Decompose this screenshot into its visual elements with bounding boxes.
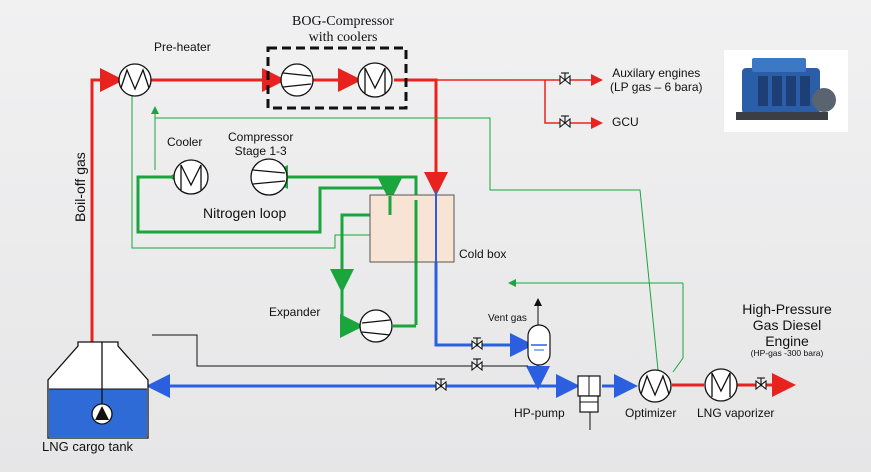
gcu-label: GCU (612, 115, 639, 129)
aux-engines-label-line2: (LP gas – 6 bara) (610, 79, 703, 94)
bog-cooler-heat-exchanger-icon (357, 62, 393, 98)
hp-pump-icon (577, 375, 601, 413)
hp-engine-label-line1: High-Pressure (742, 301, 832, 317)
cold-box-label: Cold box (459, 247, 507, 261)
bog-compressor-title: BOG-Compressor with coolers (286, 14, 400, 46)
vent-separator-icon (527, 324, 551, 366)
cold-box (369, 194, 455, 263)
expander-label: Expander (269, 305, 321, 319)
valve-icon (755, 377, 767, 391)
nitrogen-cooler-heat-exchanger-icon (173, 159, 209, 195)
bog-compressor-label-line2: with coolers (308, 30, 378, 46)
bog-compressor-label-line1: BOG-Compressor (292, 14, 394, 29)
valve-icon (435, 378, 447, 392)
lng-liquid-line (146, 262, 638, 398)
lng-cargo-tank (47, 341, 149, 439)
nitrogen-compressor-icon (250, 158, 288, 196)
thin-green-lines (131, 95, 684, 373)
engine-photo (724, 50, 848, 132)
hp-engine-label-line2: Gas Diesel (752, 317, 822, 334)
cooler-label: Cooler (167, 135, 203, 149)
preheater-label: Pre-heater (154, 40, 211, 54)
valve-icon (559, 115, 571, 129)
aux-engines-label-line1: Auxilary engines (612, 66, 701, 80)
expander-icon (359, 309, 393, 343)
aux-gas-line (436, 74, 603, 129)
preheater-heat-exchanger-icon (118, 63, 152, 97)
bog-compressor-icon (280, 63, 314, 97)
lng-vaporizer-label: LNG vaporizer (697, 406, 775, 420)
vent-return-lines (152, 298, 591, 430)
optimizer-label: Optimizer (625, 406, 677, 420)
hp-engine-label: High-Pressure Gas Diesel Engine (HP-gas … (730, 301, 844, 359)
valve-icon (471, 358, 483, 372)
lng-vaporizer-heat-exchanger-icon (704, 368, 738, 402)
hp-engine-label-line4: (HP-gas -300 bara) (750, 348, 824, 359)
aux-engines-label: Auxilary engines (LP gas – 6 bara) (610, 66, 703, 95)
cold-box-internal-lines (388, 196, 418, 262)
valve-icon (471, 337, 483, 351)
hp-engine-label-line3: Engine (765, 333, 809, 350)
optimizer-heat-exchanger-icon (638, 369, 672, 403)
boil-off-gas-label: Boil-off gas (72, 152, 88, 222)
compressor-label-line1: Compressor (228, 130, 294, 144)
nitrogen-loop-label: Nitrogen loop (203, 205, 287, 221)
compressor-label-line2: Stage 1-3 (234, 143, 287, 158)
bog-compressor-box (266, 46, 408, 110)
lng-cargo-tank-label: LNG cargo tank (42, 439, 134, 454)
vent-gas-label: Vent gas (488, 313, 527, 324)
compressor-label: Compressor Stage 1-3 (228, 130, 294, 159)
valve-icon (559, 72, 571, 86)
hp-pump-label: HP-pump (514, 406, 565, 420)
